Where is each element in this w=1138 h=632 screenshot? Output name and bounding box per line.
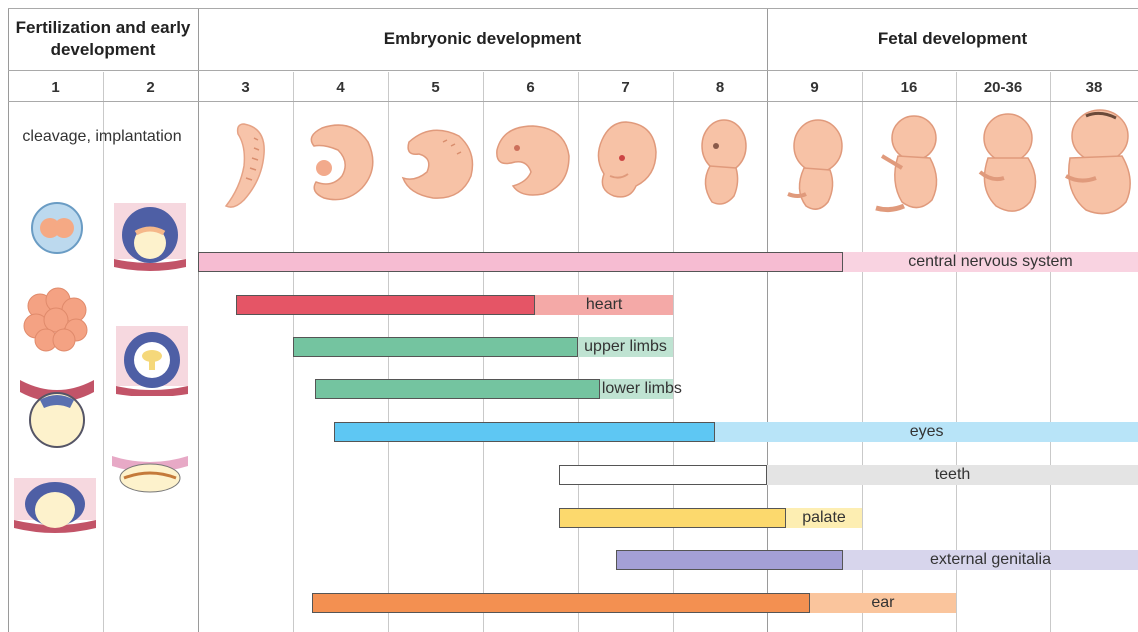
organ-row: heart	[236, 295, 673, 315]
embryo-week-4-icon	[302, 118, 380, 208]
grid-line	[1050, 72, 1051, 632]
implantation-stage-1-icon	[114, 203, 186, 273]
week-label: 4	[293, 74, 388, 100]
phase-fetal: Fetal development	[767, 8, 1138, 70]
organ-row: external genitalia	[616, 550, 1138, 570]
critical-period-bar	[315, 379, 600, 399]
fetus-week-20-36-icon	[964, 108, 1048, 220]
embryo-week-8-icon	[690, 116, 754, 212]
grid-line	[862, 72, 863, 632]
organ-row: teeth	[559, 465, 1138, 485]
week-label: 1	[8, 74, 103, 100]
critical-period-bar	[293, 337, 578, 357]
organ-label: palate	[802, 508, 846, 528]
critical-period-bar	[236, 295, 535, 315]
organ-label: ear	[871, 593, 894, 613]
organ-label: eyes	[910, 422, 944, 442]
fetus-week-9-icon	[778, 114, 848, 218]
week-label: 3	[198, 74, 293, 100]
blastocyst-embedding-icon	[14, 478, 96, 540]
critical-period-bar	[334, 422, 715, 442]
critical-period-bar	[559, 465, 767, 485]
embryo-week-7-icon	[590, 118, 662, 206]
grid-line	[956, 72, 957, 632]
organ-label: central nervous system	[908, 252, 1073, 272]
embryo-week-5-icon	[395, 122, 479, 206]
week-label: 5	[388, 74, 483, 100]
morula-icon	[18, 284, 94, 354]
organ-row: eyes	[334, 422, 1138, 442]
cleavage-implantation-note: cleavage, implantation	[14, 126, 190, 147]
grid-line	[103, 72, 104, 632]
critical-period-bar	[198, 252, 843, 272]
organ-label: teeth	[935, 465, 971, 485]
implantation-stage-3-icon	[110, 454, 190, 494]
organ-label: upper limbs	[584, 337, 667, 357]
week-label: 6	[483, 74, 578, 100]
organ-row: palate	[559, 508, 862, 528]
week-label: 8	[673, 74, 767, 100]
week-label: 9	[767, 74, 862, 100]
grid-line	[673, 72, 674, 632]
organ-label: lower limbs	[602, 379, 682, 399]
organ-row: upper limbs	[293, 337, 673, 357]
critical-period-bar	[616, 550, 843, 570]
phase-fertilization: Fertilization and early development	[8, 8, 198, 70]
implantation-stage-2-icon	[116, 326, 188, 396]
critical-period-bar	[559, 508, 786, 528]
header-bottom-line	[8, 101, 1138, 102]
organ-row: central nervous system	[198, 252, 1138, 272]
critical-period-bar	[312, 593, 810, 613]
fetus-week-38-icon	[1056, 104, 1136, 222]
organ-label: external genitalia	[930, 550, 1051, 570]
week-label: 7	[578, 74, 673, 100]
week-label: 2	[103, 74, 198, 100]
organ-row: lower limbs	[315, 379, 673, 399]
week-label: 20-36	[956, 74, 1050, 100]
embryo-week-6-icon	[487, 120, 573, 200]
two-cell-zygote-icon	[26, 200, 88, 256]
week-label: 38	[1050, 74, 1138, 100]
organ-row: ear	[312, 593, 956, 613]
fetus-week-16-icon	[868, 110, 952, 222]
phase-embryonic: Embryonic development	[198, 8, 767, 70]
header-divider	[8, 70, 1138, 71]
week-label: 16	[862, 74, 956, 100]
embryo-week-3-icon	[214, 118, 278, 216]
organ-label: heart	[586, 295, 622, 315]
blastocyst-attaching-icon	[18, 378, 96, 452]
